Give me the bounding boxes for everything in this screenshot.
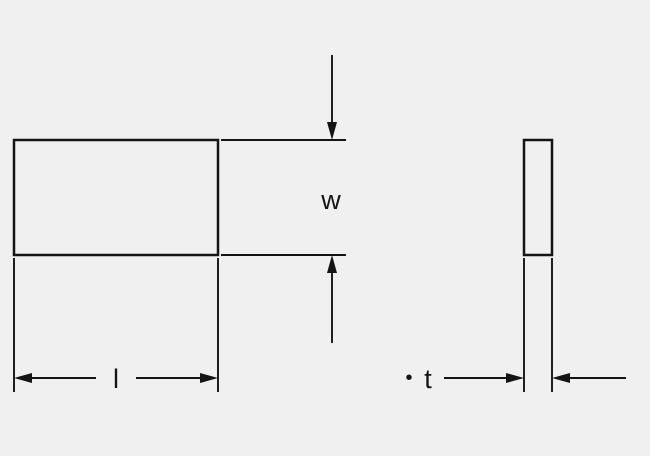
width-label: w	[320, 185, 341, 215]
length-arrow-right-head	[200, 373, 218, 383]
thickness-bullet: •	[405, 367, 412, 389]
length-arrow-left-head	[14, 373, 32, 383]
width-arrow-up-head	[327, 255, 337, 273]
thickness-label: t	[424, 364, 432, 394]
thickness-arrow-right-head	[506, 373, 524, 383]
plate-front-view	[12, 138, 220, 257]
plate-side-view	[522, 138, 554, 257]
width-arrow-down-head	[327, 122, 337, 140]
thickness-arrow-left-head	[552, 373, 570, 383]
length-label: l	[113, 364, 119, 394]
